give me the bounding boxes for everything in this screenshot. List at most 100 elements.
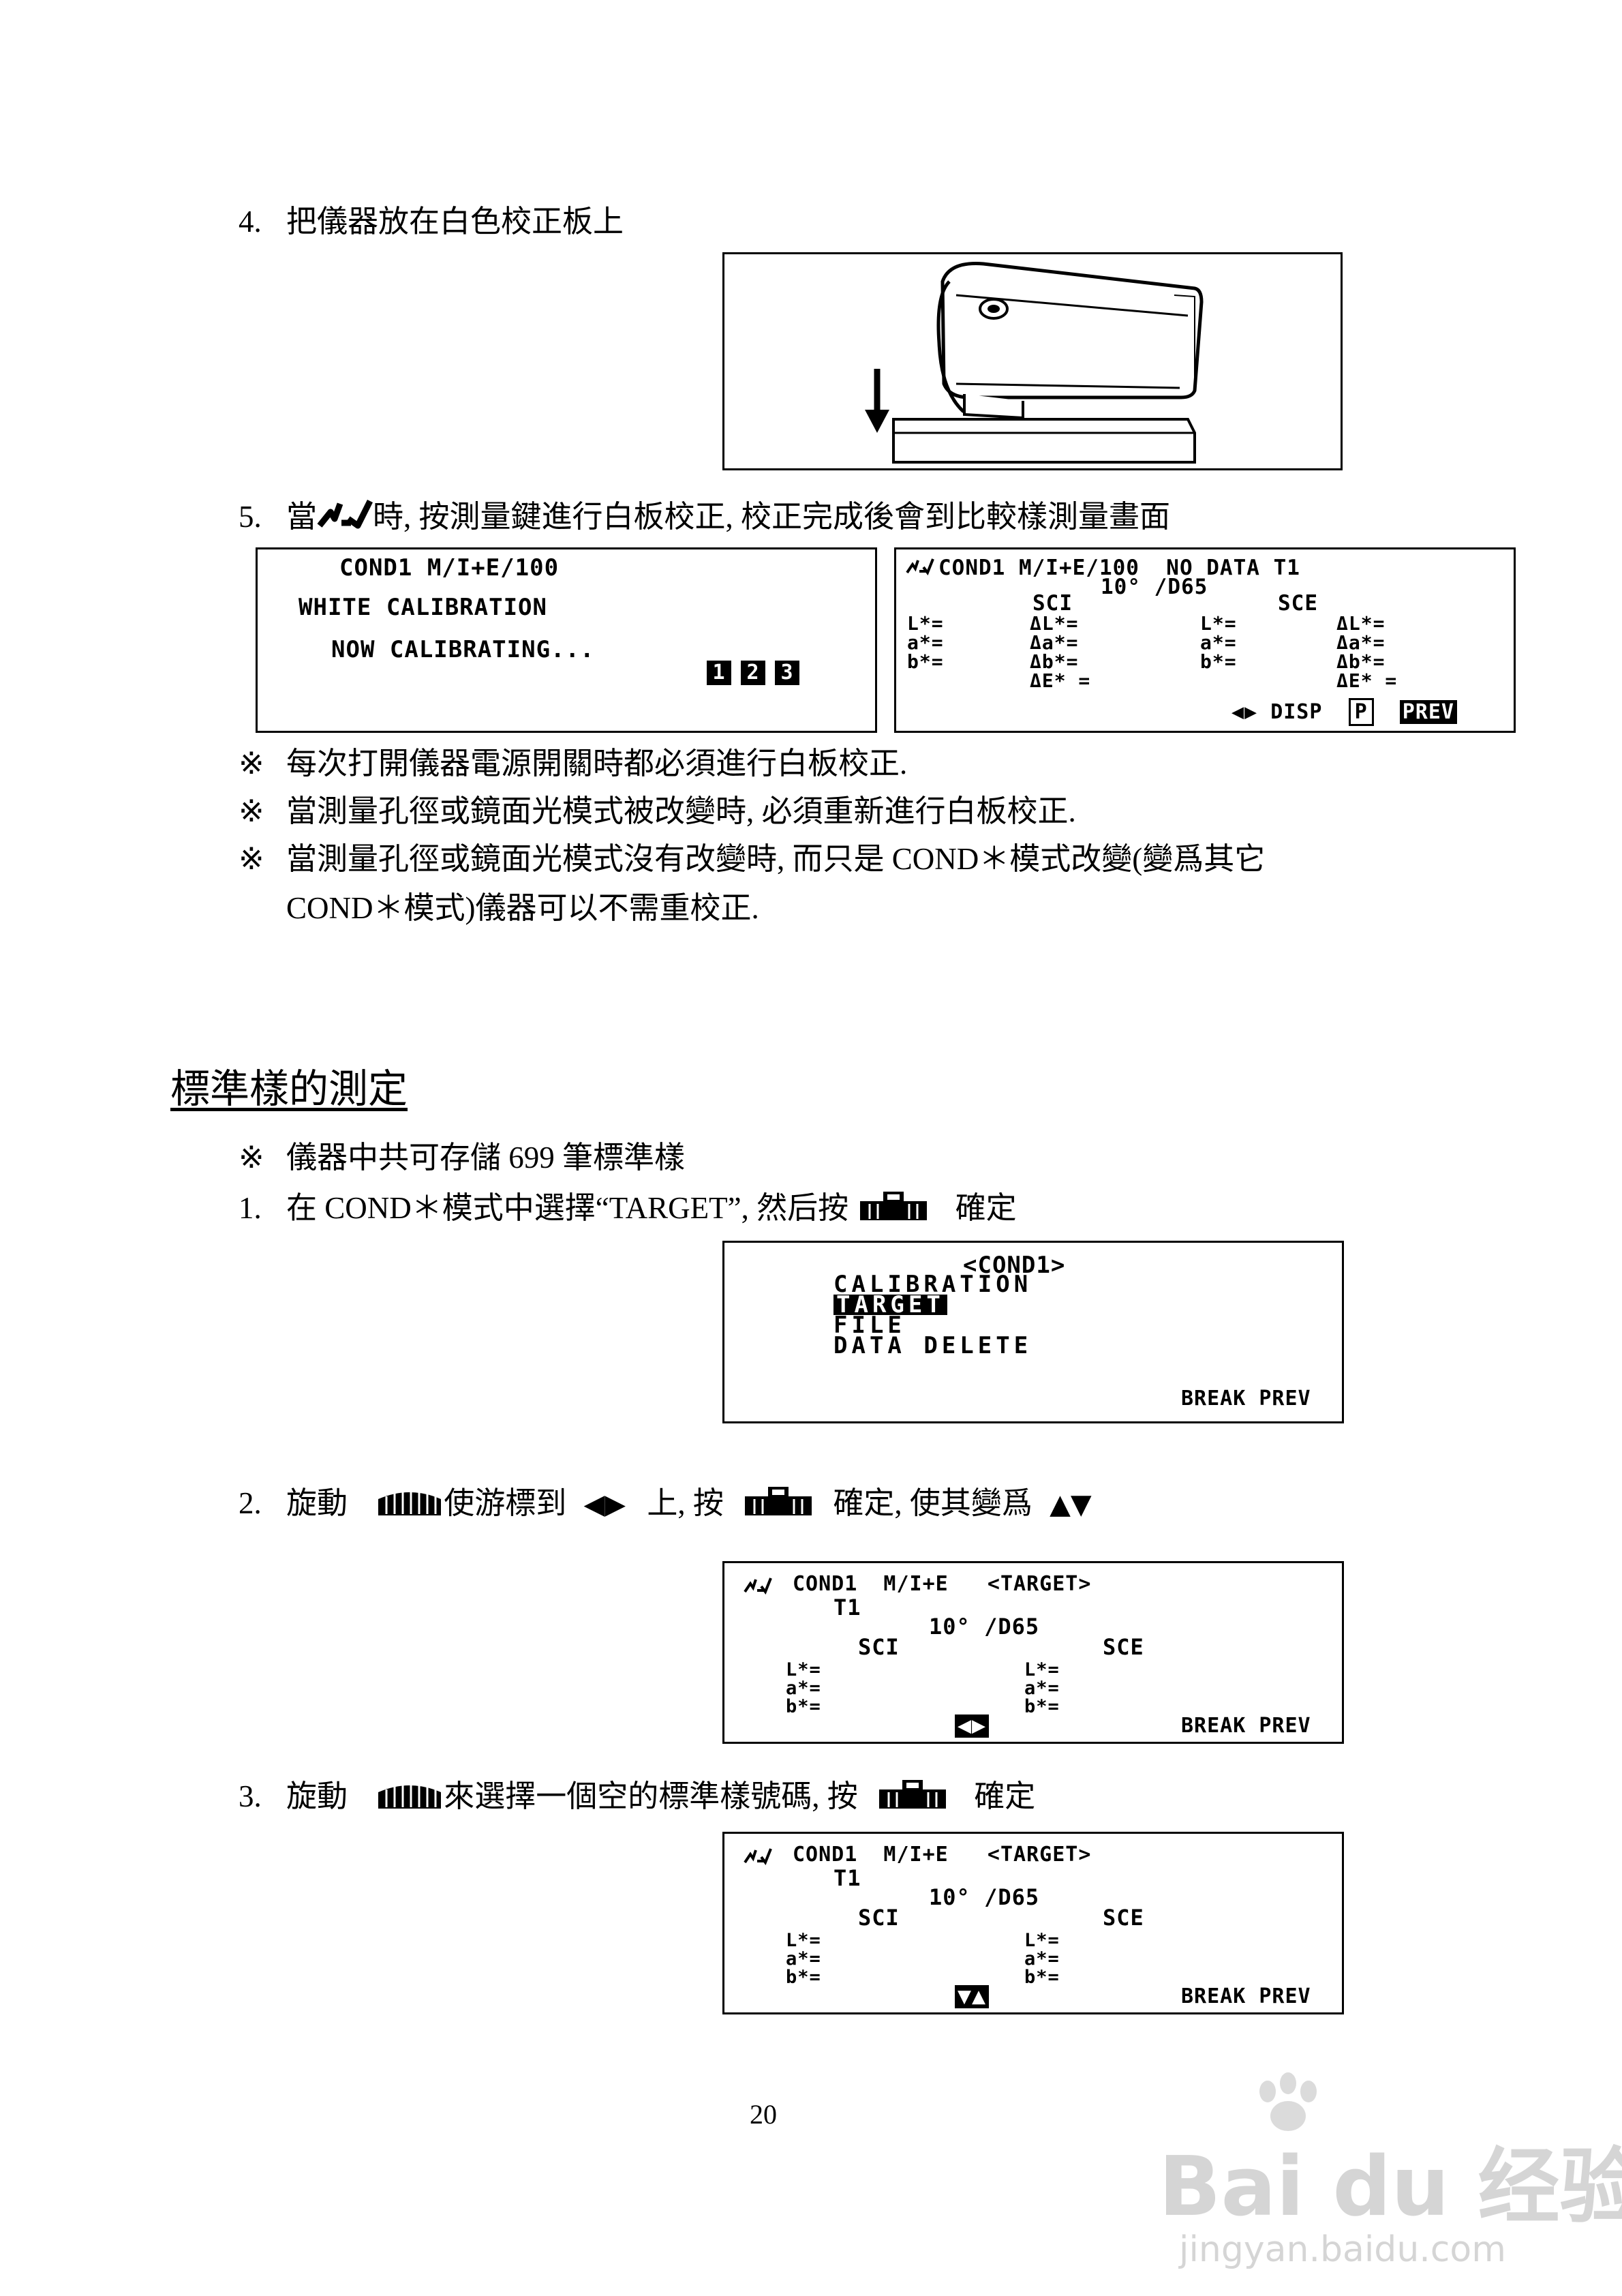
lcd-sci-label: SCI (858, 1905, 900, 1931)
menu-item-target: TARGET (833, 1293, 947, 1316)
lcd-value-grid: L*=L*= a*=a*= b*=b*= (786, 1929, 1060, 1988)
key-2: 2 (741, 661, 765, 685)
lcd-target-screen-1: COND1 M/I+E <TARGET> T1 10° /D65 SCI SCE… (722, 1561, 1344, 1744)
lcd-cursor-arrows: ▼▲ (955, 1985, 989, 2008)
note-2: ※ 當測量孔徑或鏡面光模式被改變時, 必須重新進行白板校正. (239, 791, 1076, 832)
lcd-value-grid: L*=L*= a*=a*= b*=b*= (786, 1659, 1060, 1717)
enter-button-icon (875, 1777, 950, 1822)
section-title: 標準樣的測定 (170, 1067, 408, 1111)
lcd-row: b*=b*= (786, 1967, 1060, 1988)
check-icon-small (906, 556, 934, 579)
lcd-sci-label: SCI (1032, 591, 1073, 616)
check-icon-small (744, 1575, 772, 1598)
step-number: 1. (239, 1191, 262, 1225)
step-text: 在 COND＊模式中選擇“TARGET”, 然后按 (286, 1191, 849, 1225)
step-text: 上, 按 (647, 1486, 724, 1520)
lcd-footer: BREAK PREV (1181, 1984, 1311, 2008)
menu-item-data-delete: DATA DELETE (833, 1332, 1032, 1359)
lcd-measure-screen: COND1 M/I+E/100 NO DATA T1 10° /D65 SCI … (894, 547, 1516, 733)
step-text: 確定, 使其變爲 (833, 1486, 1032, 1520)
lcd-row: b*=Δb*=b*=Δb*= (907, 650, 1386, 673)
lcd-row: L*=ΔL*=L*=ΔL*= (907, 612, 1386, 635)
step-4: 4. 把儀器放在白色校正板上 (239, 201, 624, 242)
lcd-sce-label: SCE (1278, 591, 1318, 616)
lcd-sce-label: SCE (1103, 1905, 1144, 1931)
menu-item-calibration: CALIBRATION (833, 1271, 1032, 1298)
paw-logo-icon (1259, 2072, 1317, 2131)
target-step-1: 1. 在 COND＊模式中選擇“TARGET”, 然后按 確定 (239, 1188, 1017, 1233)
lcd-row: a*=Δa*=a*=Δa*= (907, 631, 1386, 654)
baidu-watermark: Bai du 经验 jingyan.baidu.com (1159, 2072, 1622, 2277)
lcd-target-id: T1 (833, 1595, 861, 1620)
lcd-prev-box: PREV (1399, 700, 1457, 724)
lcd-cursor-arrows: ◀▶ (955, 1715, 989, 1738)
step-number: 2. (239, 1486, 262, 1520)
step-text: 把儀器放在白色校正板上 (286, 205, 624, 239)
step-number: 4. (239, 205, 262, 239)
step-text-before: 當 (286, 500, 318, 534)
lcd-disp: DISP (1270, 700, 1323, 724)
step-text-end: 確定 (955, 1191, 1017, 1225)
note-text: 每次打開儀器電源開關時都必須進行白板校正. (286, 746, 908, 781)
section-note: ※ 儀器中共可存儲 699 筆標準樣 (239, 1137, 685, 1178)
rotary-dial-icon (376, 1484, 444, 1528)
lcd-p-box: P (1348, 698, 1374, 726)
instrument-illustration (722, 252, 1343, 470)
lcd-status-line: COND1 M/I+E/100 NO DATA T1 (938, 556, 1300, 580)
lcd-row: a*=a*= (786, 1948, 1060, 1969)
enter-button-icon (741, 1484, 816, 1528)
note-mark: ※ (239, 842, 264, 876)
lcd-menu-footer: BREAK PREV (1181, 1387, 1311, 1410)
key-3: 3 (775, 661, 799, 685)
step-5: 5. 當 時, 按測量鍵進行白板校正, 校正完成後會到比較樣測量畫面 (239, 496, 1170, 541)
target-step-2: 2.旋動 使游標到 ◀▶ 上, 按 確定, 使其變爲 ▲▼ (239, 1483, 1092, 1528)
lcd-row: a*=a*= (786, 1678, 1060, 1699)
lcd-sci-label: SCI (858, 1634, 900, 1660)
lcd-status-line: COND1 M/I+E <TARGET> (793, 1572, 1092, 1596)
note-text: 當測量孔徑或鏡面光模式被改變時, 必須重新進行白板校正. (286, 794, 1076, 828)
left-right-arrows: ◀▶ (583, 1489, 626, 1520)
up-down-arrows: ▲▼ (1050, 1489, 1092, 1520)
note-text: 儀器中共可存儲 699 筆標準樣 (286, 1141, 686, 1175)
lcd-white-calibration: WHITE CALIBRATION (299, 594, 547, 621)
key-1: 1 (707, 661, 731, 685)
lcd-menu-title: <COND1> (963, 1252, 1066, 1279)
lcd-sce-label: SCE (1103, 1634, 1144, 1660)
lcd-target-screen-2: COND1 M/I+E <TARGET> T1 10° /D65 SCI SCE… (722, 1832, 1344, 2014)
lcd-row: L*=L*= (786, 1659, 1060, 1680)
note-mark: ※ (239, 794, 264, 828)
rotary-dial-icon (376, 1777, 444, 1822)
step-text: 旋動 (286, 1779, 348, 1813)
lcd-footer: ◀▶ DISP P PREV (1231, 698, 1457, 726)
lcd-observer: 10° /D65 (929, 1884, 1040, 1910)
note-mark: ※ (239, 746, 264, 781)
lcd-target-id: T1 (833, 1865, 861, 1891)
step-number: 5. (239, 500, 262, 534)
lcd-row: L*=L*= (786, 1930, 1060, 1951)
watermark-logo-text: Bai du 经验 (1159, 2140, 1622, 2235)
menu-item-file: FILE (833, 1312, 906, 1339)
step-text-after: 時, 按測量鍵進行白板校正, 校正完成後會到比較樣測量畫面 (373, 500, 1171, 534)
instrument-drawing (865, 262, 1204, 464)
step-text: 來選擇一個空的標準樣號碼, 按 (444, 1779, 858, 1813)
target-step-3: 3.旋動 來選擇一個空的標準樣號碼, 按 確定 (239, 1776, 1035, 1822)
note-mark: ※ (239, 1141, 264, 1175)
note-text: COND＊模式)儀器可以不需重校正. (286, 891, 759, 925)
lcd-row: ΔE* =ΔE* = (1030, 669, 1398, 692)
lcd-observer: 10° /D65 (929, 1614, 1040, 1640)
step-text: 使游標到 (444, 1486, 567, 1520)
step-text: 確定 (974, 1779, 1036, 1813)
check-icon (317, 498, 373, 541)
lcd-footer: BREAK PREV (1181, 1714, 1311, 1738)
note-4: COND＊模式)儀器可以不需重校正. (239, 888, 759, 928)
lcd-observer: 10° /D65 (1101, 575, 1208, 599)
lcd-status-line: COND1 M/I+E <TARGET> (793, 1843, 1092, 1867)
lcd-row: b*=b*= (786, 1696, 1060, 1717)
check-icon-small (744, 1846, 772, 1869)
lcd-cond-line: COND1 M/I+E/100 (339, 554, 560, 581)
lcd-now-calibrating: NOW CALIBRATING... (331, 636, 595, 663)
page-number: 20 (750, 2099, 777, 2130)
